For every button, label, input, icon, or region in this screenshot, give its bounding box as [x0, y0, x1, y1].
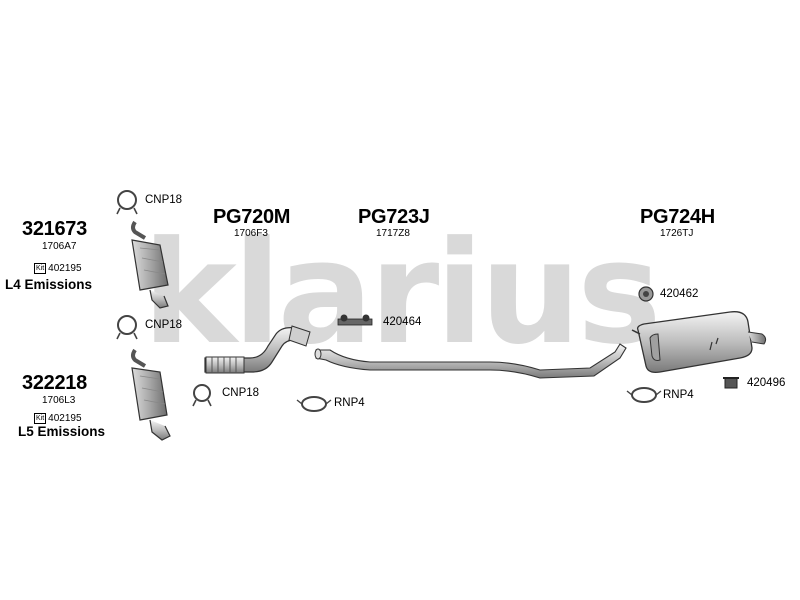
rear-silencer-ref: 1726TJ	[660, 228, 694, 239]
ring-label: RNP4	[663, 389, 694, 401]
kit-badge: Kit	[34, 413, 47, 424]
mounting-rubber-icon	[337, 314, 373, 326]
bracket-label: 420496	[747, 377, 786, 389]
catalyst-l5-kit-ref: 402195	[48, 413, 82, 424]
mounting-bracket-icon	[723, 377, 739, 389]
catalytic-converter-l5-icon	[131, 348, 171, 441]
ring-label: RNP4	[334, 397, 365, 409]
kit-badge: Kit	[34, 263, 47, 274]
intermediate-pipe-part-number: PG723J	[358, 206, 430, 228]
rear-silencer-icon	[631, 311, 767, 374]
catalyst-l4-ref: 1706A7	[42, 241, 77, 252]
clamp-icon	[116, 315, 138, 340]
clamp-icon	[116, 190, 138, 215]
catalytic-converter-l4-icon	[131, 220, 169, 309]
sealing-ring-icon	[296, 396, 332, 412]
clamp-label: CNP18	[145, 194, 183, 206]
catalyst-l4-emissions: L4 Emissions	[5, 277, 93, 292]
mount-label: 420462	[660, 288, 699, 300]
rear-silencer-part-number: PG724H	[640, 206, 715, 228]
catalyst-l5-ref: 1706L3	[42, 395, 76, 406]
intermediate-pipe-icon	[314, 343, 627, 379]
catalyst-l4-kit-ref: 402195	[48, 263, 82, 274]
catalyst-l5-emissions: L5 Emissions	[18, 424, 106, 439]
clamp-icon	[192, 384, 212, 407]
klarius-watermark: klarius	[142, 211, 661, 376]
sealing-ring-icon	[626, 387, 662, 403]
mount-label: 420464	[383, 316, 422, 328]
clamp-label: CNP18	[222, 387, 260, 399]
front-pipe-part-number: PG720M	[213, 206, 291, 228]
catalyst-l5-part-number: 322218	[22, 372, 87, 394]
clamp-label: CNP18	[145, 319, 183, 331]
intermediate-pipe-ref: 1717Z8	[376, 228, 410, 239]
front-pipe-icon	[204, 325, 311, 374]
mounting-rubber-icon	[638, 286, 654, 302]
front-pipe-ref: 1706F3	[234, 228, 268, 239]
catalyst-l4-part-number: 321673	[22, 218, 87, 240]
